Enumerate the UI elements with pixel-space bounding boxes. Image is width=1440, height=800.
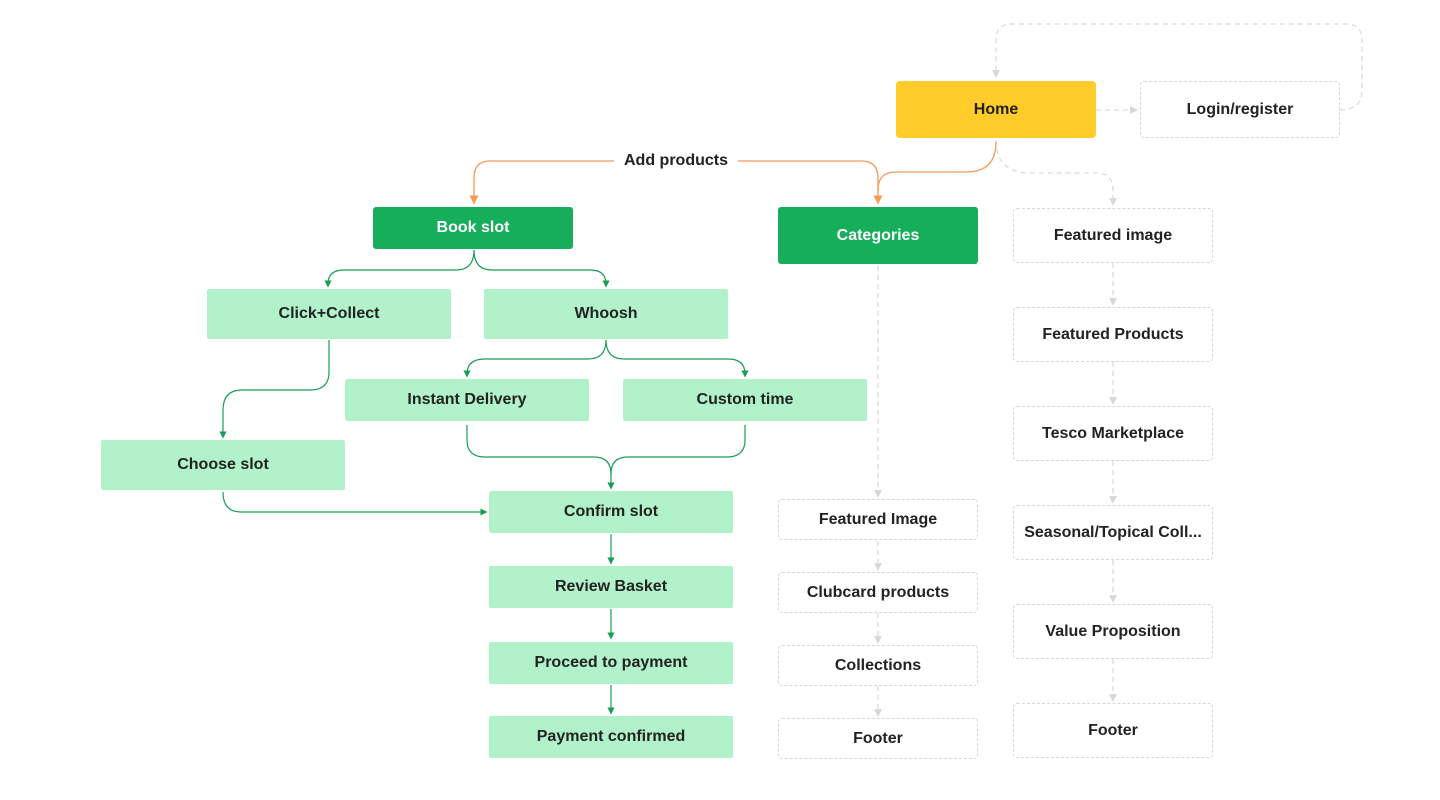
- edge-whoosh-instant: [463, 339, 607, 378]
- login-register-label: Login/register: [1186, 100, 1294, 118]
- instant-delivery-node[interactable]: Instant Delivery: [345, 379, 589, 421]
- custom-time-label: Custom time: [696, 391, 794, 408]
- home-featured-products-label: Featured Products: [1042, 325, 1184, 343]
- categories-label: Categories: [836, 226, 920, 244]
- choose-slot-node[interactable]: Choose slot: [101, 440, 345, 490]
- cat-clubcard-node[interactable]: Clubcard products: [778, 572, 978, 613]
- cat-featured-image-label: Featured Image: [818, 510, 938, 528]
- home-featured-products-node[interactable]: Featured Products: [1013, 307, 1213, 362]
- cat-featured-image-node[interactable]: Featured Image: [778, 499, 978, 540]
- home-marketplace-label: Tesco Marketplace: [1042, 424, 1184, 442]
- edge-add-products-right: [738, 160, 883, 205]
- edge-add-products-left: [469, 160, 614, 205]
- categories-node[interactable]: Categories: [778, 207, 978, 264]
- review-basket-node[interactable]: Review Basket: [489, 566, 733, 608]
- custom-time-node[interactable]: Custom time: [623, 379, 867, 421]
- whoosh-node[interactable]: Whoosh: [484, 289, 728, 339]
- payment-confirmed-node[interactable]: Payment confirmed: [489, 716, 733, 758]
- choose-slot-label: Choose slot: [177, 456, 269, 473]
- home-featured-image-label: Featured image: [1053, 226, 1173, 244]
- confirm-slot-label: Confirm slot: [563, 503, 659, 520]
- home-seasonal-node[interactable]: Seasonal/Topical Coll...: [1013, 505, 1213, 560]
- home-featured-image-node[interactable]: Featured image: [1013, 208, 1213, 263]
- click-collect-node[interactable]: Click+Collect: [207, 289, 451, 339]
- home-value-prop-node[interactable]: Value Proposition: [1013, 604, 1213, 659]
- edge-home-categories: [877, 141, 997, 191]
- home-footer-node[interactable]: Footer: [1013, 703, 1213, 758]
- home-node[interactable]: Home: [896, 81, 1096, 138]
- cat-collections-node[interactable]: Collections: [778, 645, 978, 686]
- proceed-payment-node[interactable]: Proceed to payment: [489, 642, 733, 684]
- proceed-payment-label: Proceed to payment: [534, 654, 688, 671]
- book-slot-label: Book slot: [436, 219, 510, 236]
- review-basket-label: Review Basket: [554, 578, 668, 595]
- payment-confirmed-label: Payment confirmed: [536, 728, 686, 745]
- login-register-node[interactable]: Login/register: [1140, 81, 1340, 138]
- edge-home-featured: [995, 139, 1117, 206]
- edge-book-click: [324, 249, 475, 288]
- instant-delivery-label: Instant Delivery: [407, 391, 527, 408]
- cat-collections-label: Collections: [834, 656, 922, 674]
- cat-clubcard-label: Clubcard products: [806, 583, 950, 601]
- home-footer-label: Footer: [1088, 721, 1138, 739]
- cat-footer-node[interactable]: Footer: [778, 718, 978, 759]
- home-marketplace-node[interactable]: Tesco Marketplace: [1013, 406, 1213, 461]
- edge-custom-confirm: [610, 425, 746, 475]
- edge-click-choose: [219, 340, 330, 439]
- edge-choose-confirm: [222, 491, 488, 516]
- confirm-slot-node[interactable]: Confirm slot: [489, 491, 733, 533]
- edge-whoosh-custom: [605, 339, 749, 378]
- edge-login-loop: [992, 23, 1363, 111]
- click-collect-label: Click+Collect: [278, 305, 380, 322]
- cat-footer-label: Footer: [853, 729, 903, 747]
- home-value-prop-label: Value Proposition: [1045, 622, 1181, 640]
- edge-instant-confirm: [466, 425, 615, 490]
- book-slot-node[interactable]: Book slot: [373, 207, 573, 249]
- whoosh-label: Whoosh: [574, 305, 638, 322]
- home-label: Home: [973, 100, 1019, 118]
- edge-book-whoosh: [473, 249, 610, 288]
- edge-label-add-products: Add products: [614, 151, 738, 171]
- home-seasonal-label: Seasonal/Topical Coll...: [1024, 523, 1202, 541]
